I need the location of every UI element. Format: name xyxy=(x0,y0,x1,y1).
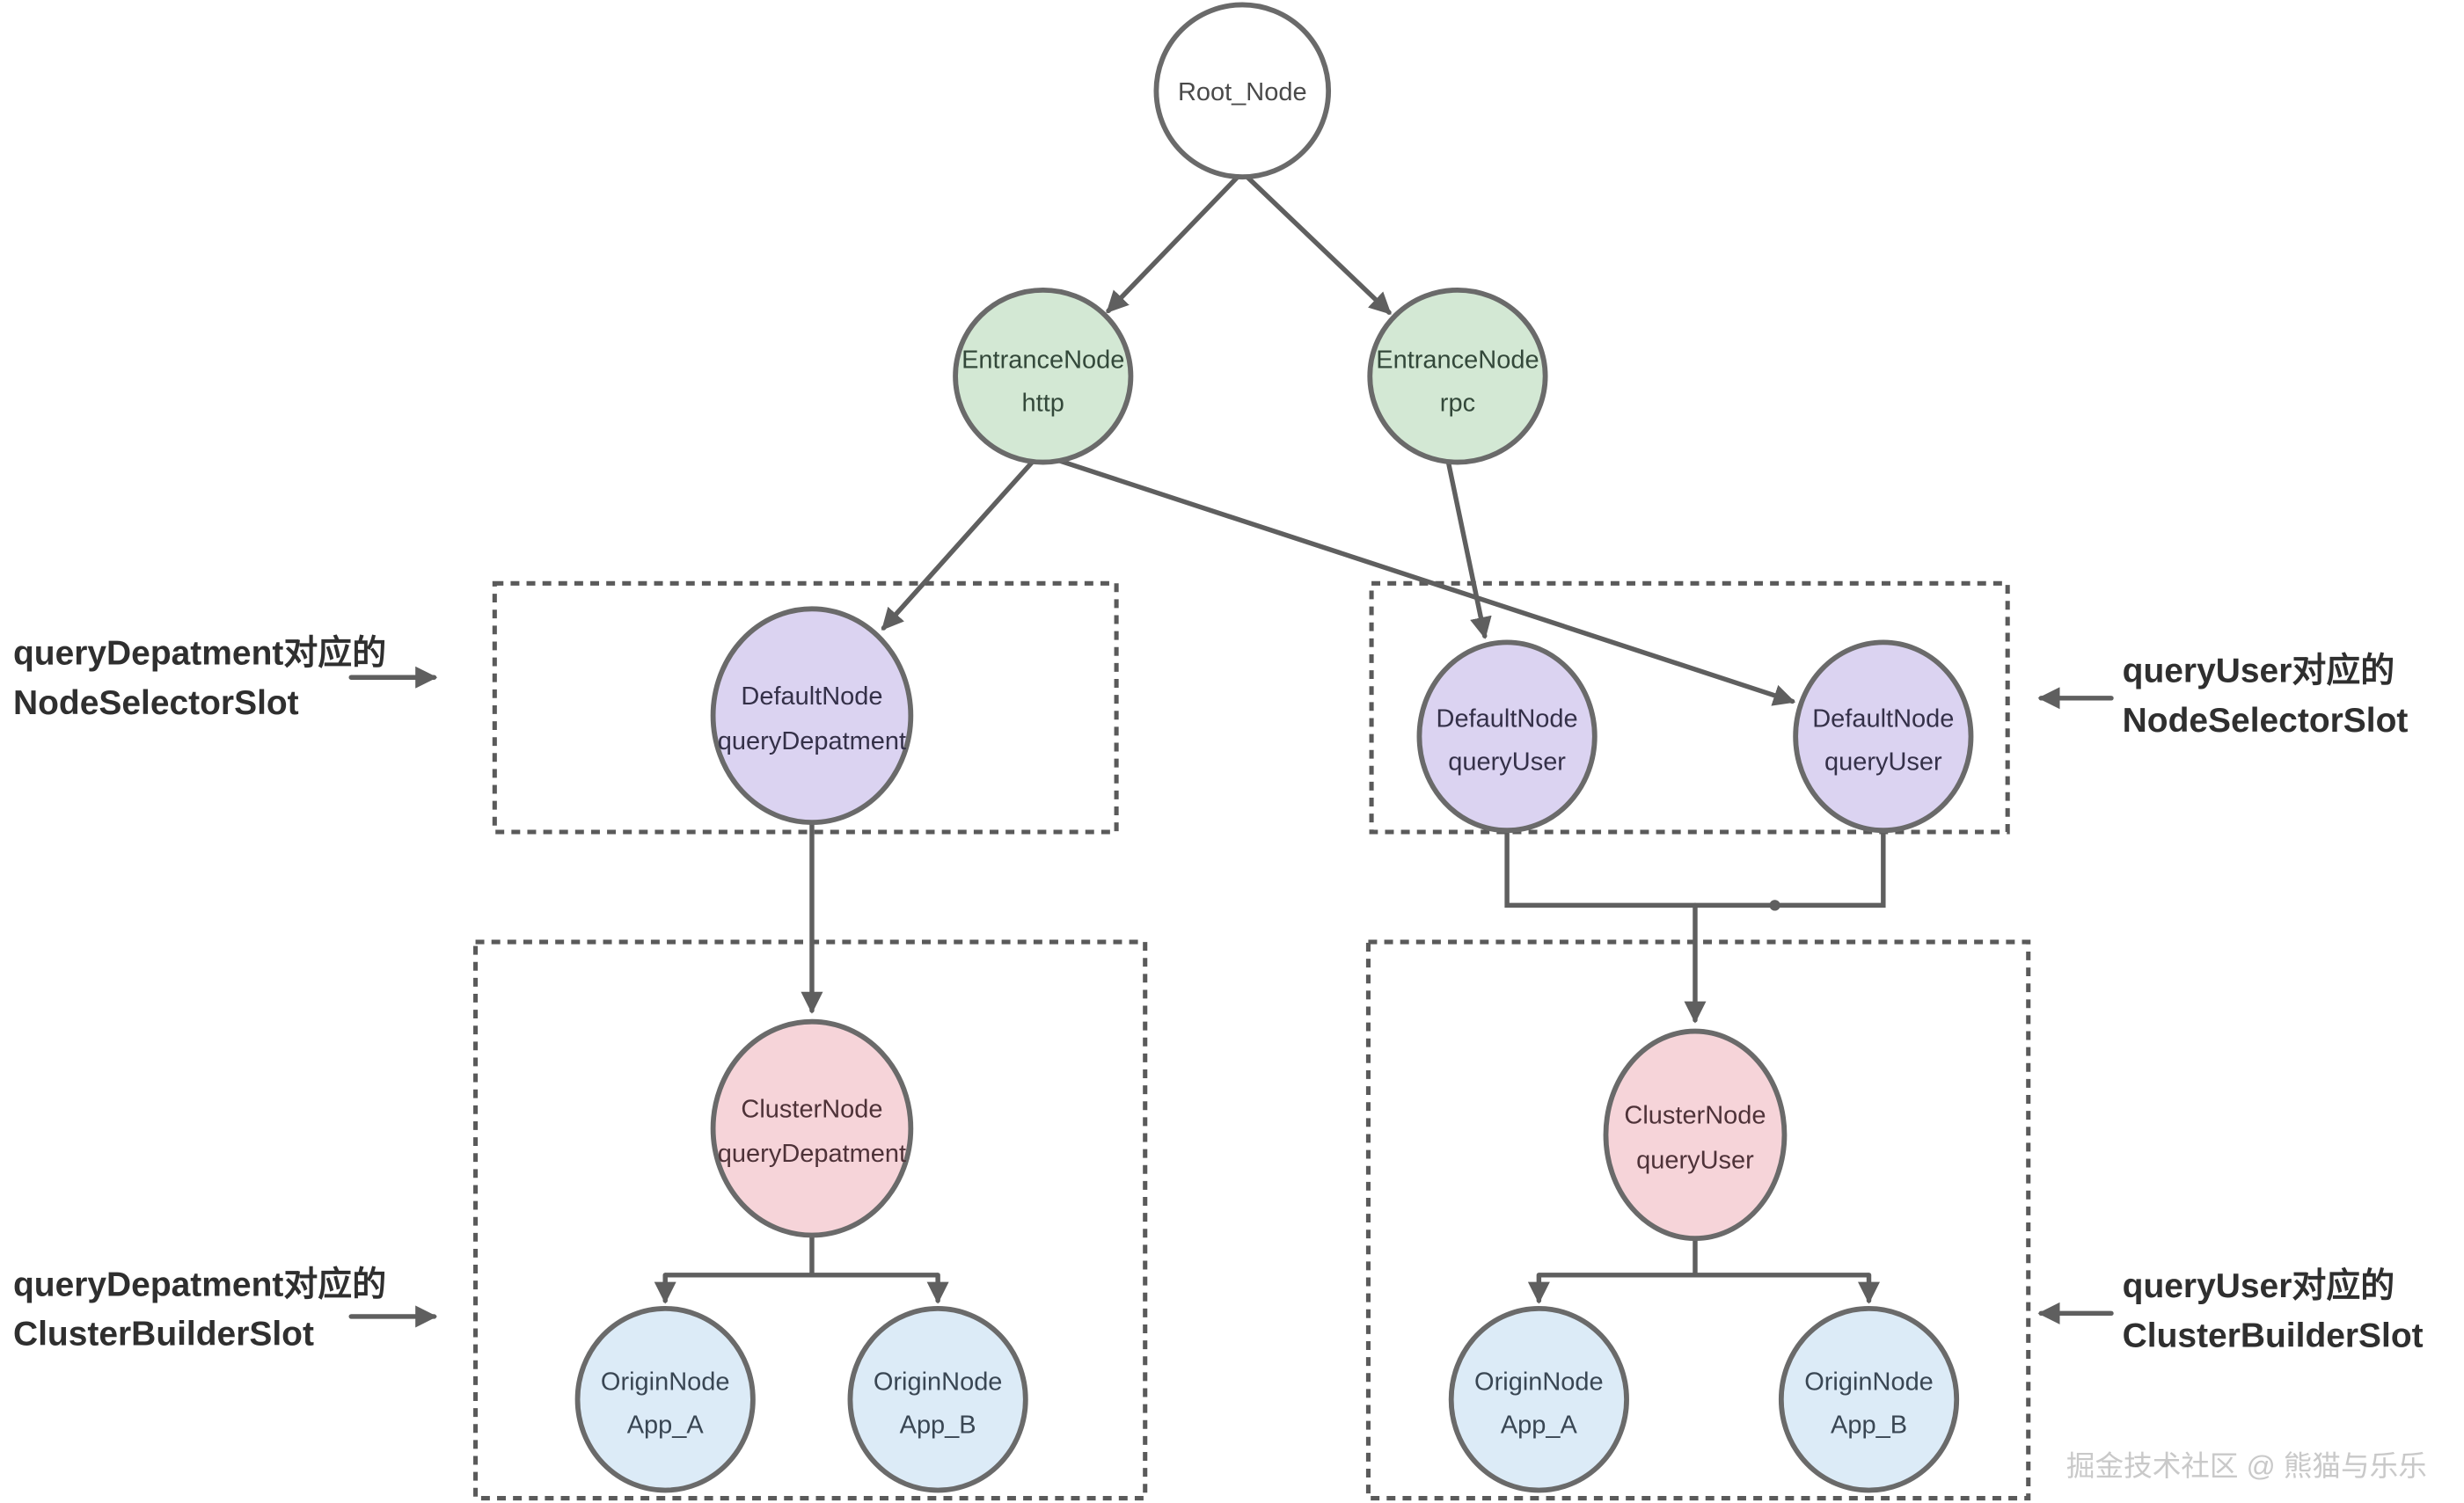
cluster-queryuser-circle xyxy=(1603,1028,1788,1242)
entrance-rpc-circle xyxy=(1367,287,1548,465)
annotations: queryDepatment对应的 NodeSelectorSlot query… xyxy=(13,635,2424,1355)
entrance-node-rpc: EntranceNode rpc xyxy=(1367,287,1548,465)
origin-appa-right-label-line2: App_A xyxy=(1501,1411,1578,1439)
origin-appa-left-label-line1: OriginNode xyxy=(601,1368,730,1396)
entrance-http-circle xyxy=(953,287,1134,465)
annotation-right-node-selector: queryUser对应的 NodeSelectorSlot xyxy=(2037,653,2409,740)
default-queryuser-left-label-line2: queryUser xyxy=(1448,748,1566,776)
origin-appb-left-label-line1: OriginNode xyxy=(874,1368,1003,1396)
entrance-http-label-line2: http xyxy=(1022,390,1064,418)
annotation-left-node-selector-line1: queryDepatment对应的 xyxy=(13,635,386,673)
cluster-queryuser-label-line1: ClusterNode xyxy=(1624,1102,1766,1130)
origin-appb-left-circle xyxy=(847,1305,1028,1493)
connector-cluster-queryuser-split xyxy=(1539,1238,1869,1278)
default-node-queryuser-left: DefaultNode queryUser xyxy=(1416,639,1598,834)
default-querydepatment-label-line1: DefaultNode xyxy=(741,682,882,711)
default-node-querydepatment: DefaultNode queryDepatment xyxy=(710,606,914,826)
origin-appb-left-label-line2: App_B xyxy=(900,1411,976,1439)
edge-root-to-http xyxy=(1106,172,1242,314)
annotation-left-cluster-builder: queryDepatment对应的 ClusterBuilderSlot xyxy=(13,1266,438,1353)
cluster-node-queryuser: ClusterNode queryUser xyxy=(1603,1028,1788,1242)
entrance-rpc-label-line2: rpc xyxy=(1440,390,1475,418)
default-querydepatment-circle xyxy=(710,606,914,826)
root-node-circle xyxy=(1153,2,1332,180)
root-node-label: Root_Node xyxy=(1178,78,1307,106)
cluster-node-querydepatment: ClusterNode queryDepatment xyxy=(710,1018,914,1238)
annotation-left-cluster-builder-line1: queryDepatment对应的 xyxy=(13,1266,386,1303)
annotation-left-node-selector-line2: NodeSelectorSlot xyxy=(13,684,299,722)
default-querydepatment-label-line2: queryDepatment xyxy=(718,727,906,755)
entrance-node-http: EntranceNode http xyxy=(953,287,1134,465)
connector-queryuser-merge xyxy=(1504,830,1886,908)
annotation-left-node-selector: queryDepatment对应的 NodeSelectorSlot xyxy=(13,635,438,722)
root-node: Root_Node xyxy=(1153,2,1332,180)
cluster-querydepatment-label-line2: queryDepatment xyxy=(718,1140,906,1168)
edge-rpc-to-default-queryuser-left xyxy=(1445,458,1492,639)
annotation-right-node-selector-line2: NodeSelectorSlot xyxy=(2123,702,2409,740)
default-queryuser-left-label-line1: DefaultNode xyxy=(1437,704,1578,733)
default-queryuser-right-label-line1: DefaultNode xyxy=(1812,704,1954,733)
nodes: Root_Node EntranceNode http EntranceNode… xyxy=(574,2,1974,1493)
origin-node-appa-right: OriginNode App_A xyxy=(1448,1305,1629,1493)
default-queryuser-left-circle xyxy=(1416,639,1598,834)
edge-http-to-default-queryuser-right xyxy=(1051,456,1796,706)
cluster-querydepatment-circle xyxy=(710,1018,914,1238)
edges xyxy=(654,172,1886,1304)
annotation-right-cluster-builder-line2: ClusterBuilderSlot xyxy=(2123,1317,2424,1354)
default-queryuser-right-label-line2: queryUser xyxy=(1824,748,1942,776)
edge-http-to-default-querydepatment xyxy=(881,458,1036,631)
origin-node-appb-left: OriginNode App_B xyxy=(847,1305,1028,1493)
origin-appb-right-label-line1: OriginNode xyxy=(1804,1368,1934,1396)
origin-appb-right-circle xyxy=(1778,1305,1960,1493)
entrance-http-label-line1: EntranceNode xyxy=(961,347,1124,375)
annotation-right-cluster-builder: queryUser对应的 ClusterBuilderSlot xyxy=(2037,1267,2424,1354)
default-queryuser-right-circle xyxy=(1793,639,1974,834)
cluster-builder-slot-box-right xyxy=(1365,939,2031,1501)
origin-appa-right-label-line1: OriginNode xyxy=(1474,1368,1604,1396)
edge-root-to-rpc xyxy=(1243,172,1392,315)
origin-appa-left-circle xyxy=(574,1305,756,1493)
node-selector-slot-box-right xyxy=(1369,580,2010,835)
junction-dot xyxy=(1769,900,1780,911)
watermark: 掘金技术社区 @ 熊猫与乐乐 xyxy=(2066,1449,2427,1482)
origin-appa-right-circle xyxy=(1448,1305,1629,1493)
node-selector-slot-box-left xyxy=(492,580,1119,835)
cluster-querydepatment-label-line1: ClusterNode xyxy=(741,1095,882,1123)
origin-node-appb-right: OriginNode App_B xyxy=(1778,1305,1960,1493)
annotation-right-node-selector-line1: queryUser对应的 xyxy=(2123,653,2395,690)
origin-appb-right-label-line2: App_B xyxy=(1831,1411,1907,1439)
origin-appa-left-label-line2: App_A xyxy=(627,1411,705,1439)
default-node-queryuser-right: DefaultNode queryUser xyxy=(1793,639,1974,834)
annotation-right-cluster-builder-line1: queryUser对应的 xyxy=(2123,1267,2395,1305)
entrance-rpc-label-line1: EntranceNode xyxy=(1376,347,1539,375)
cluster-queryuser-label-line2: queryUser xyxy=(1636,1146,1754,1174)
connector-cluster-querydepatment-split xyxy=(665,1235,939,1278)
origin-node-appa-left: OriginNode App_A xyxy=(574,1305,756,1493)
annotation-left-cluster-builder-line2: ClusterBuilderSlot xyxy=(13,1316,314,1353)
